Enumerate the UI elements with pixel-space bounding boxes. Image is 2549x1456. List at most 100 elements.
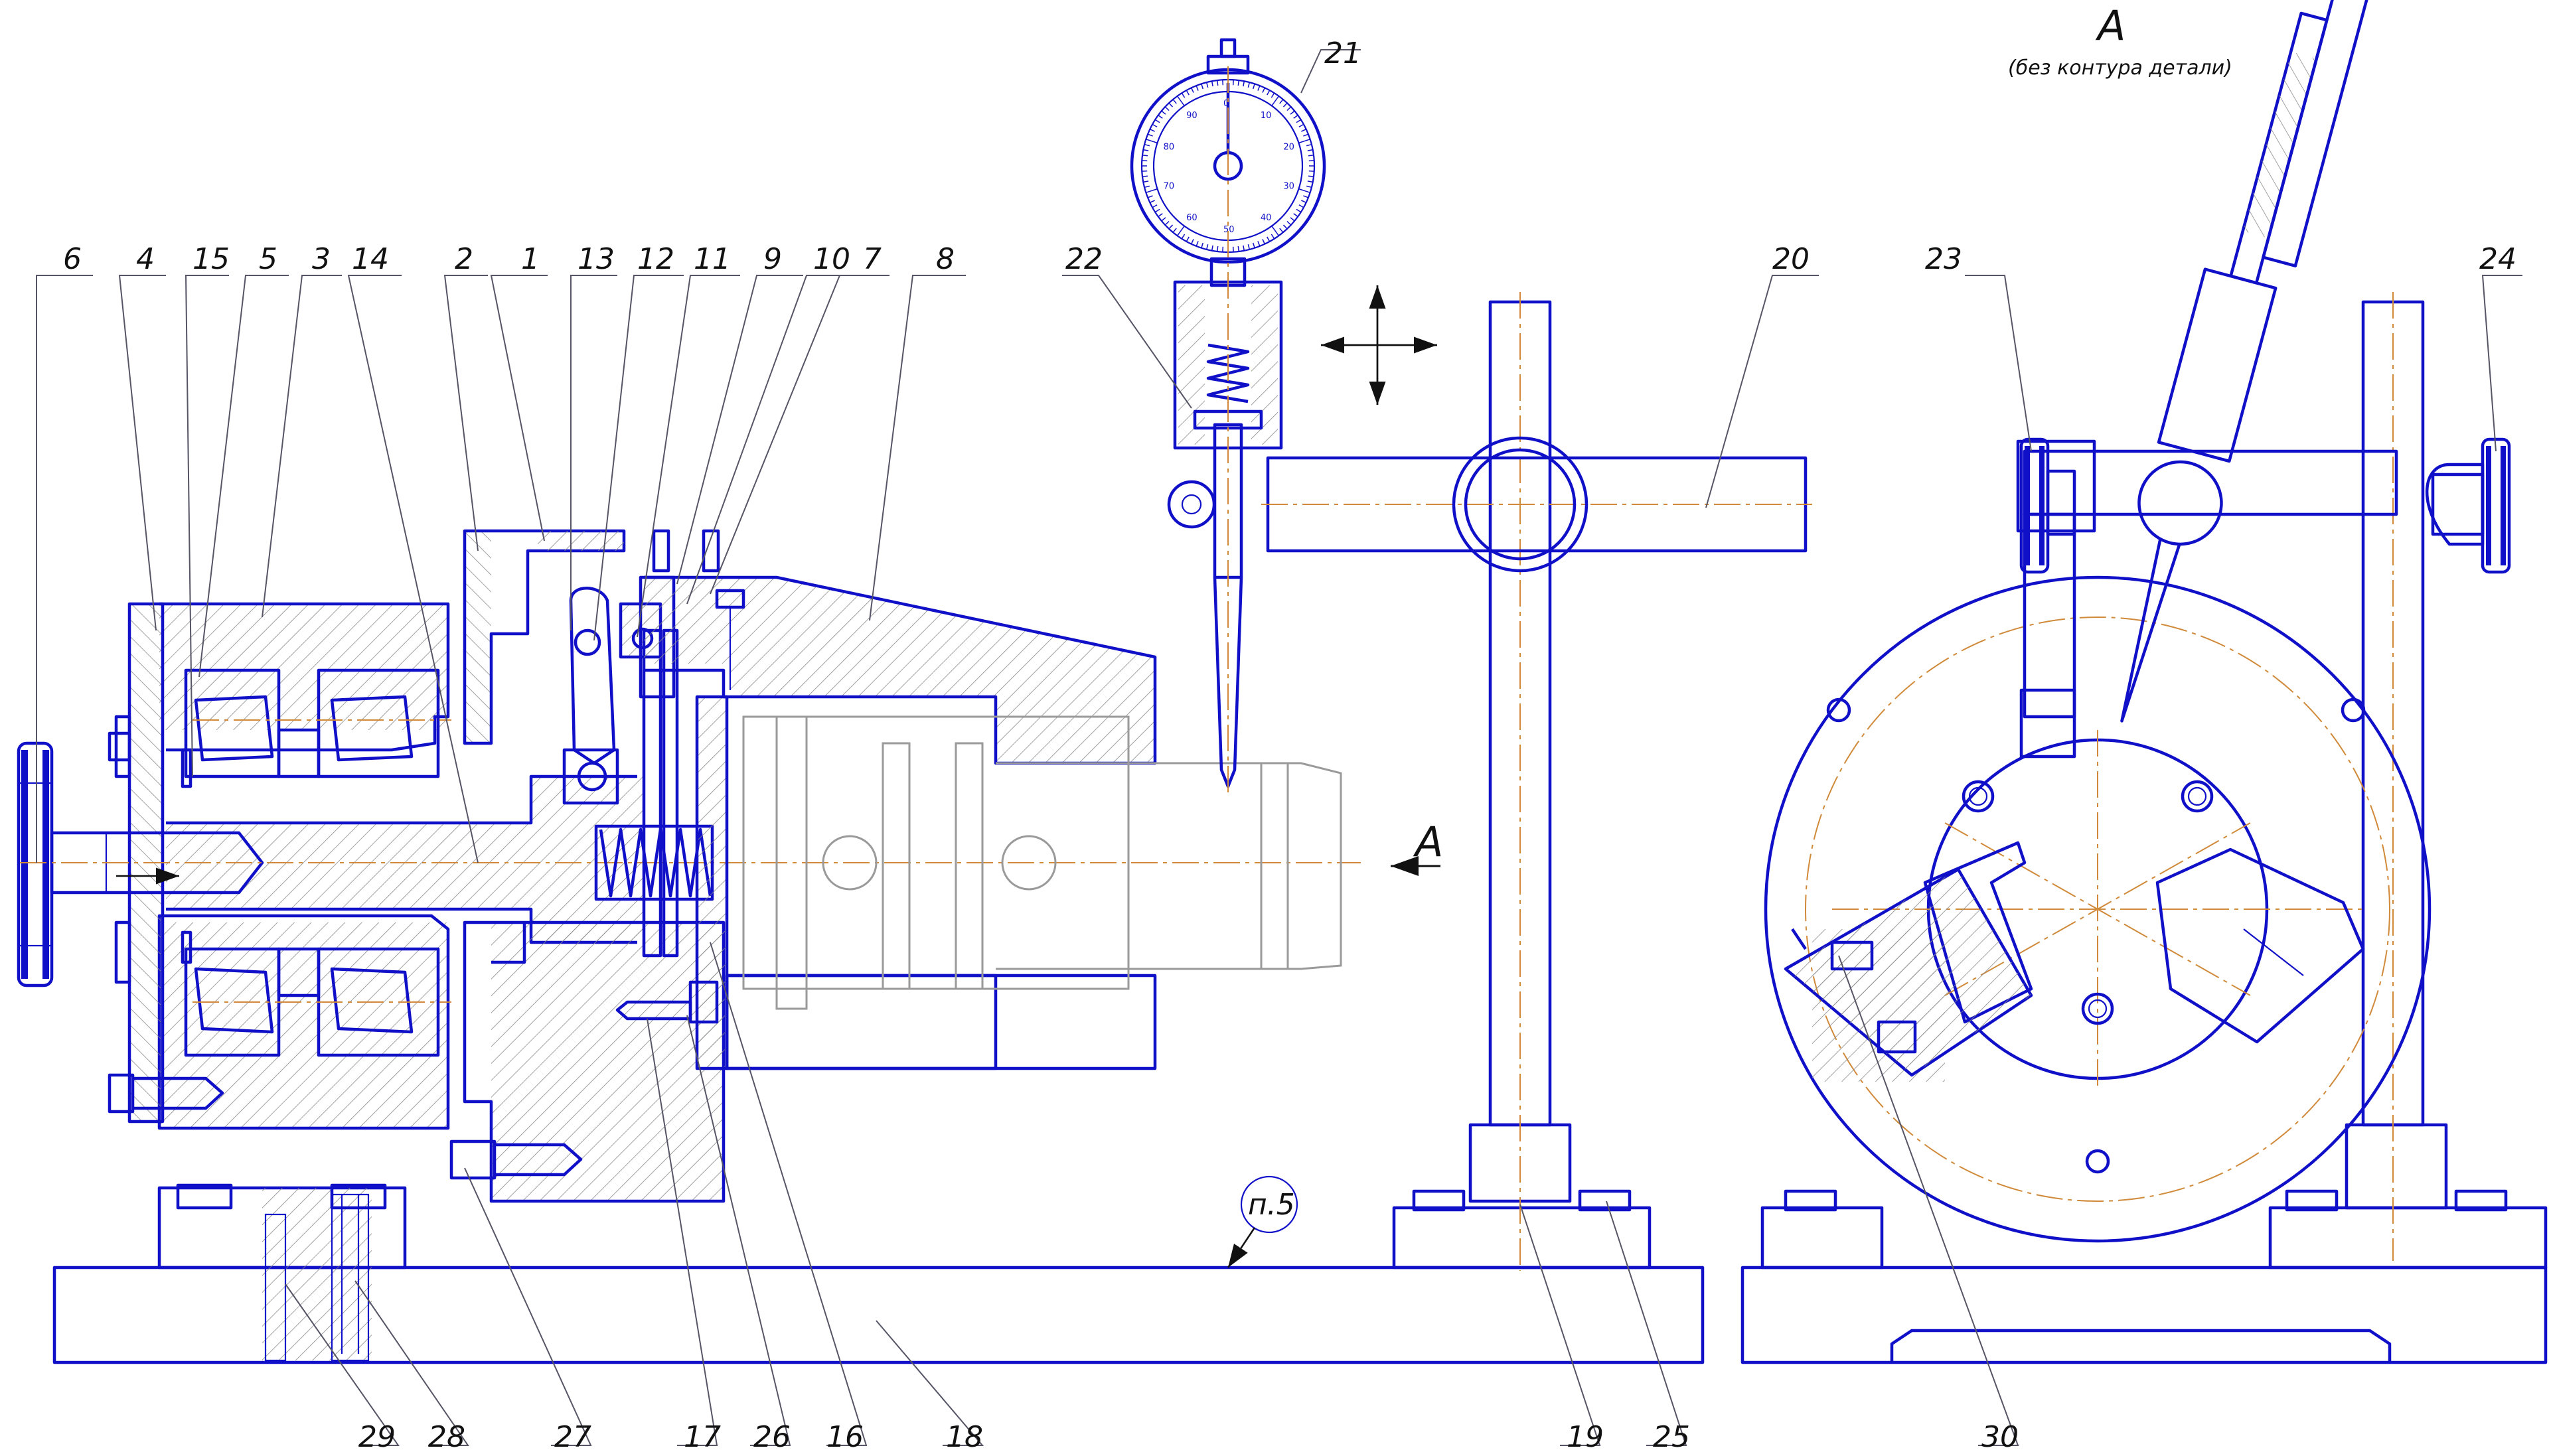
dial-tick: [1186, 236, 1190, 242]
dial-scale-label: 40: [1261, 213, 1272, 223]
part-label-9: 9: [763, 242, 782, 276]
dial-tick: [1247, 82, 1251, 88]
part-label-15: 15: [193, 242, 230, 276]
part-label-17: 17: [684, 1420, 721, 1454]
dial-tick: [1271, 234, 1275, 240]
part-label-28: 28: [428, 1420, 465, 1454]
part-numbers: 6 4 15 5 3 14 2 1 13 12 11 9 10 7 8 22 2…: [63, 36, 2516, 1454]
dial-tick: [1252, 242, 1255, 248]
dial-tick: [1298, 123, 1304, 127]
dial-tick: [1152, 204, 1158, 208]
dial-scale-label: 60: [1186, 213, 1197, 223]
part-label-21: 21: [1324, 36, 1361, 70]
dial-tick: [1296, 208, 1302, 213]
dial-scale-label: 90: [1186, 111, 1197, 121]
dial-tick: [1190, 88, 1194, 93]
view-a: [1740, 0, 2548, 1364]
part-label-7: 7: [863, 242, 882, 276]
dial-tick: [1232, 246, 1234, 252]
dial-tick: [1282, 102, 1288, 108]
part-label-13: 13: [578, 242, 615, 276]
dial-tick: [1161, 217, 1166, 222]
dial-tick: [1308, 170, 1314, 172]
dial-tick: [1298, 139, 1310, 144]
part-label-26: 26: [753, 1420, 791, 1454]
part-label-1: 1: [521, 242, 540, 276]
part-label-2: 2: [455, 242, 473, 276]
dial-tick: [1307, 181, 1313, 183]
dial-tick: [1150, 128, 1155, 132]
view-a-subtitle: (без контура детали): [2008, 56, 2232, 80]
dial-tick: [1257, 85, 1261, 91]
part-label-5: 5: [259, 242, 277, 276]
move-direction-cross: [1321, 285, 1437, 405]
dial-tick: [1205, 82, 1209, 88]
view-arrow-label: А: [1413, 818, 1443, 866]
part-label-30: 30: [1981, 1420, 2019, 1454]
faceplate: [615, 628, 729, 1070]
dial-tick: [1146, 139, 1158, 144]
dial-tick: [1201, 242, 1204, 248]
dial-tick: [1237, 246, 1240, 252]
dial-tick: [1164, 106, 1170, 111]
dial-tick: [1286, 220, 1292, 226]
dial-scale-label: 70: [1164, 181, 1175, 191]
dial-tick: [1286, 106, 1292, 111]
surface-note-text: п.5: [1248, 1188, 1295, 1222]
dial-tick: [1243, 245, 1245, 251]
dial-tick: [1271, 92, 1275, 98]
part-label-20: 20: [1772, 242, 1810, 276]
dial-tick: [1216, 80, 1219, 86]
spindle-shaft: [20, 774, 1361, 944]
part-label-6: 6: [63, 242, 82, 276]
dial-tick: [1279, 99, 1284, 104]
part-label-19: 19: [1567, 1420, 1604, 1454]
dial-tick: [1301, 200, 1306, 204]
dial-tick: [1257, 241, 1261, 247]
dial-tick: [1282, 224, 1288, 230]
dial-tick: [1196, 85, 1199, 91]
dial-tick: [1290, 217, 1295, 222]
part-label-8: 8: [936, 242, 955, 276]
view-a-title: А: [2095, 1, 2125, 50]
dial-tick: [1262, 88, 1266, 93]
dial-tick: [1172, 99, 1177, 104]
dial-tick: [1301, 128, 1306, 132]
part-label-23: 23: [1925, 242, 1962, 276]
part-label-29: 29: [358, 1420, 396, 1454]
dial-tick: [1190, 239, 1194, 244]
dial-tick: [1144, 143, 1150, 147]
dial-tick: [1267, 90, 1271, 96]
leader-lines: [36, 49, 2522, 1446]
dial-tick: [1152, 123, 1158, 127]
part-label-3: 3: [312, 242, 331, 276]
workpiece: [742, 715, 1342, 1010]
part-label-25: 25: [1653, 1420, 1690, 1454]
dial-tick: [1143, 181, 1149, 183]
dial-tick: [1164, 220, 1170, 226]
dial-tick: [1303, 195, 1309, 198]
dial-scale-label: 30: [1283, 181, 1294, 191]
dial-tick: [1211, 245, 1213, 251]
dial-tick: [1252, 84, 1255, 90]
dial-tick: [1147, 133, 1153, 137]
dial-tick: [1147, 195, 1153, 198]
lever-mechanism: [562, 529, 720, 805]
part-label-16: 16: [826, 1420, 864, 1454]
dial-tick: [1150, 200, 1155, 204]
bearing-right-top: [317, 668, 440, 778]
dial-scale-label: 10: [1261, 111, 1272, 121]
part-label-4: 4: [136, 242, 155, 276]
dial-tick: [1308, 175, 1314, 178]
view-arrow-a: А: [1391, 818, 1443, 876]
dial-tick: [1307, 149, 1313, 151]
dial-tick: [1216, 246, 1219, 252]
dial-tick: [1211, 81, 1213, 87]
bearing-left-top: [184, 668, 281, 778]
dial-tick: [1154, 208, 1160, 213]
dial-tick: [1201, 84, 1204, 90]
dial-tick: [1237, 80, 1240, 86]
dial-tick: [1279, 228, 1284, 233]
dial-tick: [1142, 154, 1148, 157]
